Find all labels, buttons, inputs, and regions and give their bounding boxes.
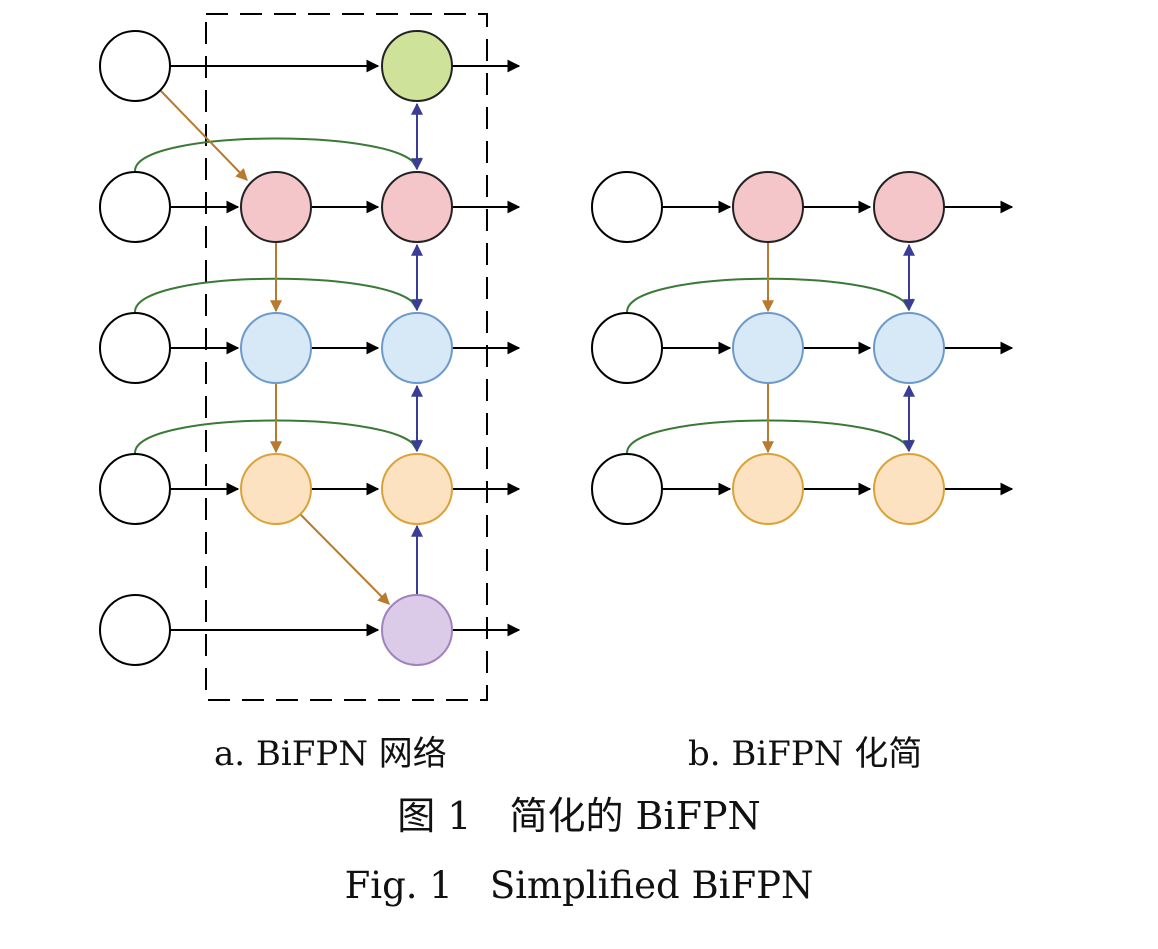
input-node xyxy=(591,453,663,525)
flow-arrows-a xyxy=(170,59,521,637)
input-node xyxy=(99,453,171,525)
panel-a-label: a. BiFPN 网络 xyxy=(214,734,447,774)
output-node-blue xyxy=(381,312,453,384)
output-node-pink xyxy=(873,171,945,243)
top-down-arrows-a xyxy=(159,89,390,605)
bifpn-module-box xyxy=(205,13,488,701)
panel-b-label: b. BiFPN 化简 xyxy=(688,734,923,774)
skip-arrows-a xyxy=(134,137,422,454)
output-node-orange xyxy=(381,453,453,525)
input-node xyxy=(99,312,171,384)
input-node xyxy=(99,594,171,666)
panel-a xyxy=(99,13,521,701)
input-node xyxy=(591,171,663,243)
output-node-pink xyxy=(381,171,453,243)
output-node-orange xyxy=(873,453,945,525)
figure-caption-en: Fig. 1 Simplified BiFPN xyxy=(344,864,814,907)
flow-arrows-b xyxy=(662,200,1014,496)
intermediate-node-pink xyxy=(732,171,804,243)
intermediate-node-orange xyxy=(240,453,312,525)
figure-caption-zh: 图 1 简化的 BiFPN xyxy=(397,794,761,838)
output-node-purple xyxy=(381,594,453,666)
skip-arrows-b xyxy=(626,277,914,454)
intermediate-node-blue xyxy=(732,312,804,384)
output-node-green xyxy=(381,30,453,102)
output-node-blue xyxy=(873,312,945,384)
input-node xyxy=(99,30,171,102)
panel-b xyxy=(591,171,1014,525)
intermediate-node-pink xyxy=(240,171,312,243)
intermediate-node-orange xyxy=(732,453,804,525)
input-node xyxy=(591,312,663,384)
input-nodes-b xyxy=(591,171,663,525)
input-nodes-a xyxy=(99,30,171,666)
input-node xyxy=(99,171,171,243)
intermediate-node-blue xyxy=(240,312,312,384)
